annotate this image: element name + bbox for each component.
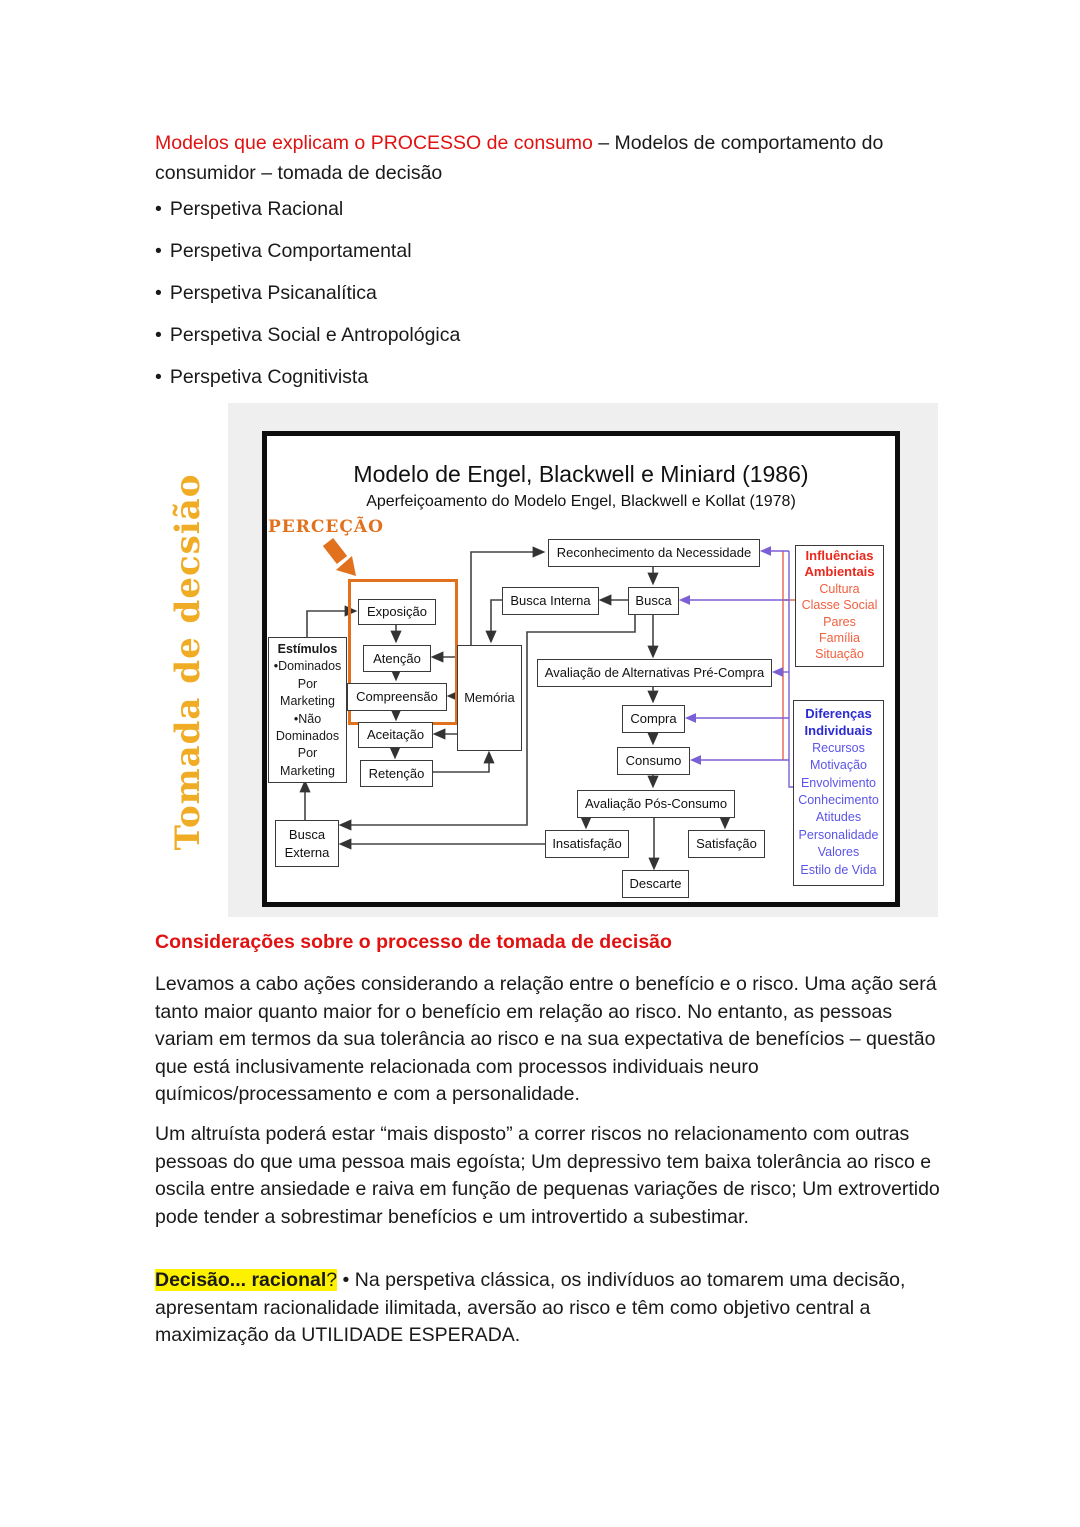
figure-subtitle: Aperfeiçoamento do Modelo Engel, Blackwe… (366, 493, 796, 510)
bullet-marker: • (155, 240, 162, 262)
list-item-label: Perspetiva Racional (169, 198, 344, 220)
stimulos-box: Estímulos •Dominados Por Marketing •Não … (268, 637, 347, 783)
influencias-item: Classe Social (801, 598, 878, 613)
flow-box-descarte: Descarte (622, 870, 689, 898)
flow-box-insatisfacao: Insatisfação (545, 830, 629, 858)
flow-box-reconhecimento: Reconhecimento da Necessidade (548, 539, 760, 567)
bullet-marker: • (155, 366, 162, 388)
list-item: • Perspetiva Cognitivista (155, 364, 945, 390)
doc-heading: Modelos que explicam o PROCESSO de consu… (155, 128, 945, 188)
influencias-item: Cultura (819, 581, 860, 596)
diferencas-item: Valores (817, 845, 860, 860)
stimulos-title: Estímulos (277, 642, 338, 656)
diferencas-title: Individuais (804, 723, 873, 739)
diferencas-item: Estilo de Vida (800, 862, 877, 877)
stimulos-line: Marketing (280, 694, 335, 709)
list-item-label: Perspetiva Comportamental (169, 240, 412, 262)
flow-box-avaliacao-pos-consumo: Avaliação Pós-Consumo (577, 790, 735, 818)
paragraph: Levamos a cabo ações considerando a rela… (155, 973, 937, 1105)
flow-box-compra: Compra (622, 705, 685, 733)
list-item: • Perspetiva Social e Antropológica (155, 322, 945, 348)
list-item-label: Perspetiva Cognitivista (169, 366, 369, 388)
list-item: • Perspetiva Comportamental (155, 238, 945, 264)
influencias-ambientais-box: Influências Ambientais Cultura Classe So… (795, 545, 884, 667)
stimulos-line: Marketing (280, 763, 335, 778)
diferencas-item: Conhecimento (798, 793, 879, 808)
doc-heading-black: – Modelos de comportamento do consumidor… (155, 132, 884, 184)
diferencas-item: Atitudes (815, 810, 862, 825)
stimulos-line: •Dominados (273, 659, 342, 674)
list-item-label: Perspetiva Psicanalítica (169, 282, 377, 304)
list-item: • Perspetiva Psicanalítica (155, 280, 945, 306)
flow-box-satisfacao: Satisfação (688, 830, 765, 858)
diferencas-item: Envolvimento (800, 775, 877, 790)
influencias-title: Ambientais (804, 564, 875, 580)
flow-box-avaliacao-pre-compra: Avaliação de Alternativas Pré-Compra (537, 659, 772, 687)
highlighted-question-mark: ? (326, 1269, 338, 1291)
paragraph: Decisão... racional? • Na perspetiva clá… (155, 1267, 947, 1350)
list-item-label: Perspetiva Social e Antropológica (169, 324, 461, 346)
diferencas-item: Personalidade (798, 827, 879, 842)
stimulos-line: Por (297, 746, 318, 761)
bullet-marker: • (155, 324, 162, 346)
influencias-item: Pares (823, 614, 856, 629)
flow-box-exposicao: Exposição (358, 599, 436, 625)
paragraph: Um altruísta poderá estar “mais disposto… (155, 1123, 940, 1228)
stimulos-line: •Não (293, 711, 322, 726)
diferencas-item: Motivação (810, 758, 867, 773)
diferencas-title: Diferenças (805, 706, 872, 721)
flow-box-retencao: Retenção (360, 760, 433, 787)
perspectives-list: • Perspetiva Racional • Perspetiva Comport… (155, 196, 945, 406)
ebm-model-figure: Modelo de Engel, Blackwell e Miniard (19… (228, 403, 938, 917)
flow-box-busca-interna: Busca Interna (502, 587, 599, 615)
figure-side-label-text: Tomada de decsião (168, 473, 208, 851)
list-item: • Perspetiva Racional (155, 196, 945, 222)
flow-box-aceitacao: Aceitação (358, 722, 433, 748)
influencias-item: Situação (815, 647, 864, 662)
paragraph-text: • Na perspetiva clássica, os indivíduos … (155, 1269, 906, 1346)
bullet-marker: • (155, 282, 162, 304)
percecao-label: PERCEÇÃO (268, 517, 384, 537)
figure-title: Modelo de Engel, Blackwell e Miniard (19… (353, 461, 809, 487)
diferencas-individuais-box: Diferenças Individuais Recursos Motivaçã… (793, 700, 884, 886)
flow-box-consumo: Consumo (617, 747, 690, 775)
stimulos-line: Por (297, 676, 318, 691)
stimulos-line: Dominados (275, 729, 340, 744)
flow-box-memoria: Memória (457, 645, 522, 751)
influencias-title: Influências (805, 548, 874, 563)
influencias-item: Família (819, 631, 860, 646)
flow-box-compreensao: Compreensão (347, 683, 447, 711)
diferencas-item: Recursos (812, 740, 865, 755)
section-heading: Considerações sobre o processo de tomada… (155, 931, 672, 953)
highlighted-text: Decisão... racional (155, 1269, 327, 1291)
bullet-marker: • (155, 198, 162, 220)
doc-heading-red: Modelos que explicam o PROCESSO de consu… (155, 132, 593, 154)
flow-box-busca-externa: Busca Externa (275, 820, 339, 867)
flow-box-atencao: Atenção (363, 645, 431, 672)
flow-box-busca: Busca (628, 587, 679, 615)
